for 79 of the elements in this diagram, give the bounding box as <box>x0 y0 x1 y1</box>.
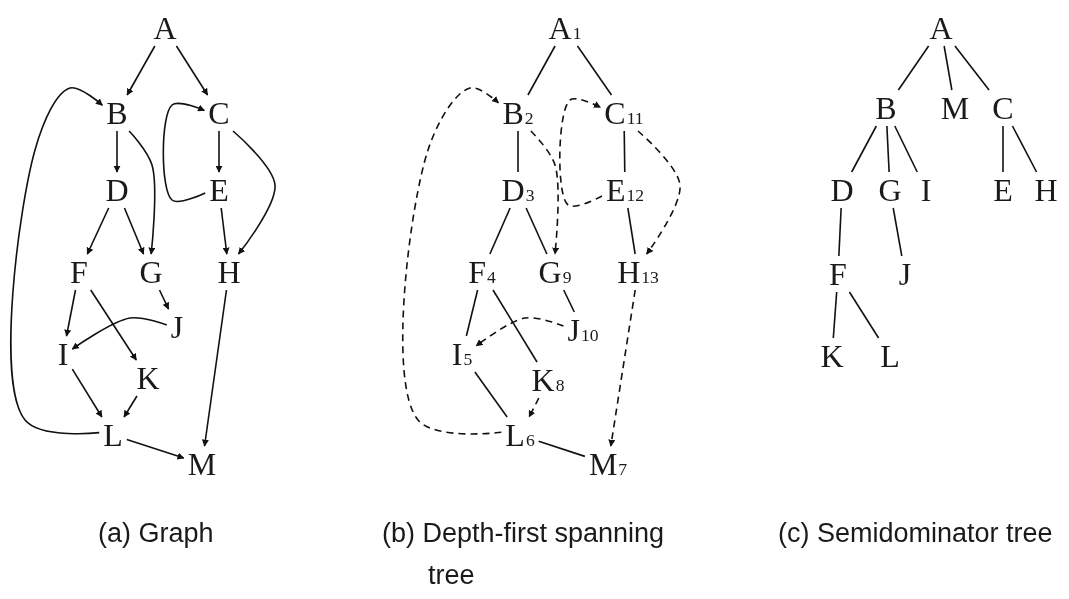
arrow <box>113 130 121 173</box>
tree-edge <box>474 371 508 418</box>
node-label: H <box>1033 174 1059 206</box>
node-label: B <box>874 92 898 124</box>
arrow <box>123 395 138 418</box>
node-label: A <box>928 12 954 44</box>
arrow <box>162 102 207 203</box>
arrow <box>123 207 145 255</box>
node-label: D <box>829 174 855 206</box>
tree-edge <box>850 125 878 173</box>
arrow <box>232 130 276 255</box>
arrow <box>637 130 681 255</box>
arrow <box>175 45 209 96</box>
caption: (a) Graph <box>98 517 215 550</box>
caption: (c) Semidominator tree <box>778 517 1054 550</box>
node-label: J <box>169 311 185 343</box>
node-label: B <box>105 97 129 129</box>
node-label: H <box>216 256 242 288</box>
tree-edge <box>465 289 479 337</box>
arrow <box>128 130 156 255</box>
arrow <box>125 438 185 460</box>
arrow <box>71 368 103 418</box>
node-label: G <box>877 174 903 206</box>
tree-edge <box>623 130 626 173</box>
caption: (b) Depth-first spanning tree <box>382 517 666 592</box>
tree-edge <box>838 207 842 257</box>
node-label: C <box>207 97 231 129</box>
arrow <box>530 130 560 255</box>
node-label: D <box>104 174 130 206</box>
node-label: I <box>56 338 70 370</box>
node-label: L <box>102 419 124 451</box>
node-label: M <box>186 448 218 480</box>
arrow <box>608 289 636 447</box>
tree-edge <box>492 289 538 363</box>
node-label: M <box>939 92 971 124</box>
arrow <box>220 207 230 255</box>
tree-edge <box>1011 125 1038 173</box>
tree-edge <box>562 289 576 313</box>
arrow <box>71 316 168 350</box>
tree-edge <box>954 45 990 91</box>
tree-edge <box>832 291 838 339</box>
node-label: A <box>152 12 178 44</box>
node-label: F <box>69 256 89 288</box>
arrow <box>89 289 138 361</box>
arrow <box>559 97 603 208</box>
arrow <box>402 87 503 435</box>
node-label: K <box>135 362 161 394</box>
tree-edge <box>517 130 519 173</box>
tree-edge <box>537 440 586 458</box>
arrow <box>126 45 156 96</box>
node-label: C <box>991 92 1015 124</box>
arrow <box>64 289 77 337</box>
node-label: I <box>919 174 933 206</box>
arrow <box>215 130 223 173</box>
arrow <box>86 207 110 255</box>
tree-edge <box>1002 125 1004 173</box>
tree-edge <box>848 291 880 339</box>
arrow <box>10 86 104 435</box>
tree-edge <box>527 45 556 96</box>
tree-edge <box>894 125 918 173</box>
tree-edge <box>576 45 613 96</box>
node-label: K <box>819 340 845 372</box>
node-label: G <box>138 256 164 288</box>
tree-edge <box>489 207 511 255</box>
node-label: F <box>828 258 848 290</box>
arrow <box>201 289 228 447</box>
tree-edge <box>627 207 636 255</box>
arrow <box>158 289 170 310</box>
node-label: E <box>208 174 230 206</box>
tree-edge <box>892 207 903 257</box>
node-label: L <box>879 340 901 372</box>
node-label: J <box>897 258 913 290</box>
arrow <box>528 397 540 418</box>
tree-edge <box>897 45 930 91</box>
arrow <box>475 316 565 347</box>
tree-edge <box>943 45 953 91</box>
tree-edge <box>886 125 890 173</box>
node-label: E <box>992 174 1014 206</box>
tree-edge <box>525 207 548 255</box>
